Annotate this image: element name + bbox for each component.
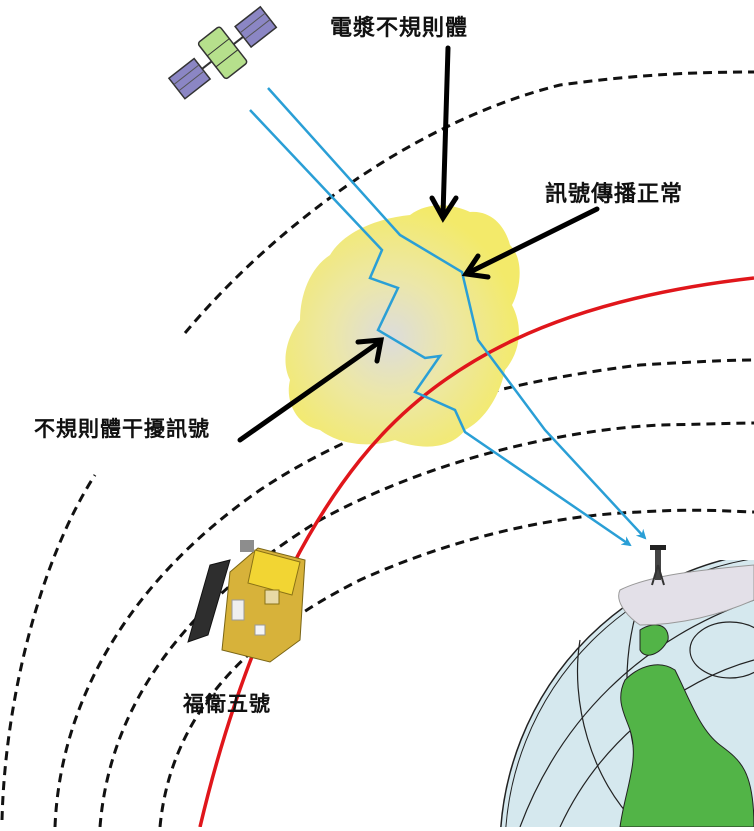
label-normal-propagation: 訊號傳播正常 xyxy=(545,182,684,207)
ionosphere-layers xyxy=(0,70,754,828)
label-plasma-irregularity: 電漿不規則體 xyxy=(330,16,469,41)
label-irregularity-interference: 不規則體干擾訊號 xyxy=(34,417,210,441)
label-formosat5: 福衛五號 xyxy=(183,692,271,716)
formosat5-orbit xyxy=(198,276,754,828)
plasma-irregularity-cloud xyxy=(285,205,520,447)
signal-paths xyxy=(249,87,647,547)
landmass xyxy=(619,664,754,827)
signal-disturbed-path xyxy=(249,109,632,547)
earth-globe xyxy=(500,560,754,827)
signal-normal-path xyxy=(267,87,647,540)
formosat5-satellite-icon xyxy=(187,540,306,663)
gps-satellite-icon xyxy=(167,5,278,100)
ground-station-icon xyxy=(650,545,666,586)
annotation-arrows xyxy=(237,45,600,443)
